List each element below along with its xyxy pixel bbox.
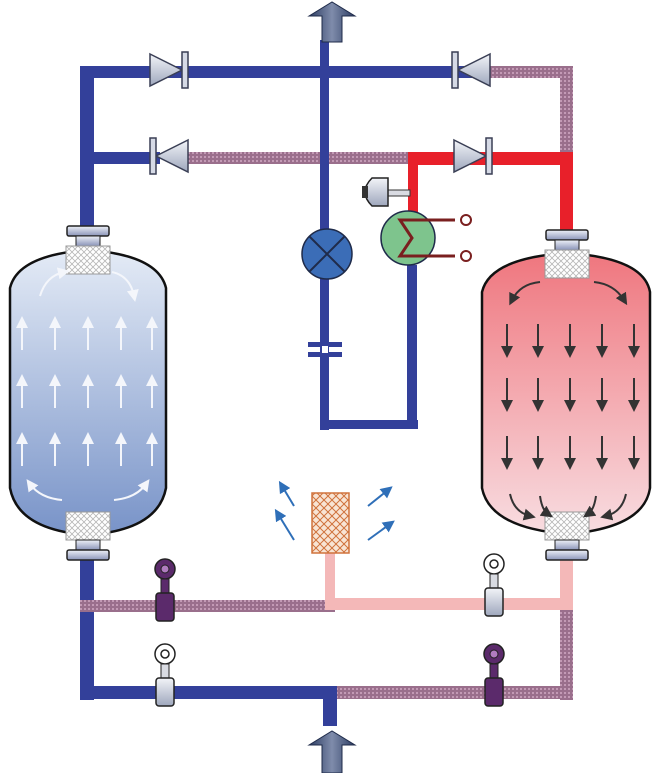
pipe-cool-line (325, 598, 573, 610)
flow-arrows-down (501, 281, 640, 521)
pipe-middle-purge (80, 600, 335, 612)
tower-flange-bottom (545, 549, 589, 561)
tower-screen-top (544, 249, 590, 279)
pipe-cool-riser-right (560, 555, 573, 610)
solenoid-valve-icon (154, 643, 176, 707)
pipe-top-header-left (80, 66, 332, 78)
pipe-right-purge-riser (560, 66, 573, 158)
solenoid-valve-icon (483, 643, 505, 707)
tower-flange-top (545, 229, 589, 241)
tower-flange-bottom (66, 549, 110, 561)
pipe-right-bottom-purge (560, 600, 573, 700)
pipe-second-header-left (80, 152, 160, 164)
up-arrow-icon (307, 730, 357, 774)
left-tower (8, 225, 168, 561)
tower-screen-bottom (65, 511, 111, 541)
solenoid-valve-icon (154, 558, 176, 622)
check-valve-icon (451, 51, 491, 89)
pipe-left-bottom-riser (80, 560, 94, 700)
orifice-icon (308, 342, 342, 357)
tower-flange-top (66, 225, 110, 237)
tower-body (480, 251, 652, 536)
pipe-bottom-loop (320, 420, 418, 429)
flow-meter-icon (301, 228, 353, 280)
pipe-top-purge-right (478, 66, 573, 78)
heater-coil-icon (380, 210, 472, 266)
pipe-top-header-right (320, 66, 480, 78)
solenoid-valve-icon (483, 553, 505, 617)
pipe-hot-down-right (560, 152, 573, 230)
check-valve-icon (149, 137, 189, 175)
check-valve-icon (149, 51, 189, 89)
pipe-hot-down-heater (408, 152, 418, 214)
pipe-second-header-purge (182, 152, 417, 164)
tower-screen-bottom (544, 511, 590, 541)
pipe-bottom-header-left (80, 686, 335, 699)
pipe-inlet-stub (323, 686, 337, 726)
tower-screen-top (65, 245, 111, 275)
right-tower (480, 229, 652, 561)
pressure-gauge-icon (362, 177, 411, 207)
check-valve-icon (453, 137, 493, 175)
flow-arrows-up (16, 267, 158, 501)
up-arrow-icon (307, 1, 357, 43)
pipe-cool-riser-filter (325, 548, 335, 610)
silencer-icon (274, 480, 395, 554)
pipe-heater-return (407, 265, 417, 429)
pipe-left-riser (80, 66, 94, 226)
pipe-bottom-header-purge (330, 686, 573, 699)
